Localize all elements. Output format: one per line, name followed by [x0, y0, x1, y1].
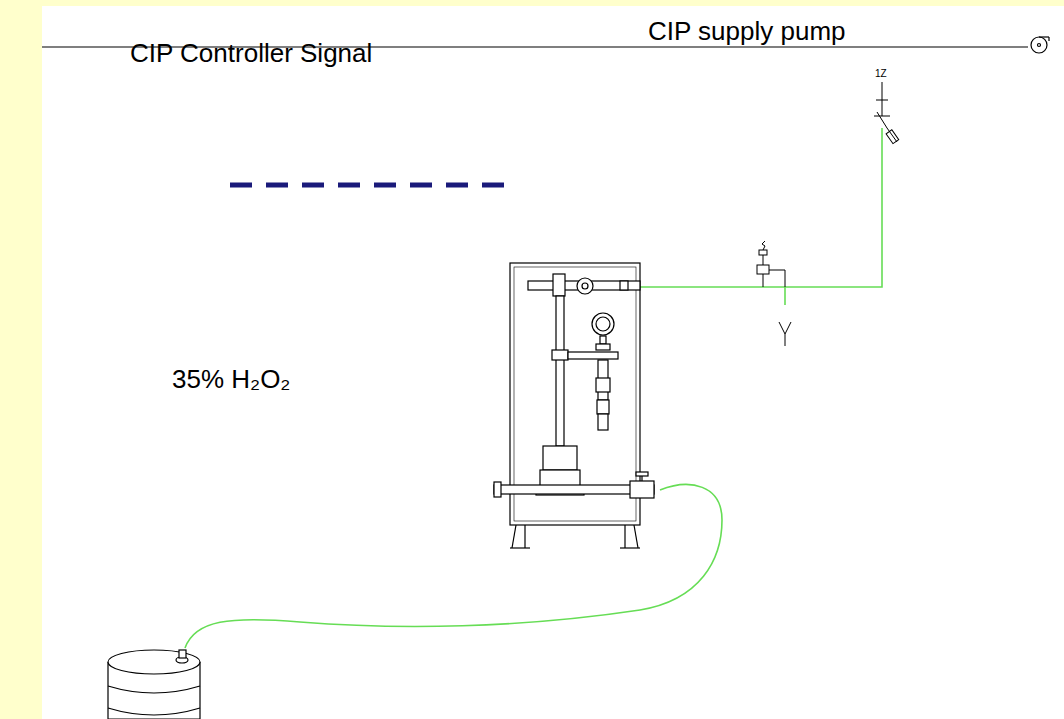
equipment-label: CIP supply pump	[648, 18, 846, 44]
pump-symbol	[1031, 37, 1049, 53]
dosing-skid	[494, 263, 654, 548]
tag-number: 1Z	[875, 69, 887, 79]
signal-label: CIP Controller Signal	[130, 40, 372, 66]
drain-y	[779, 322, 791, 346]
chemical-label: 35% H₂O₂	[172, 366, 290, 392]
signal-line	[230, 183, 512, 188]
injection-valve	[874, 82, 899, 144]
white-panel	[42, 6, 1064, 719]
check-valve	[757, 241, 785, 287]
chemical-drum	[108, 650, 200, 719]
